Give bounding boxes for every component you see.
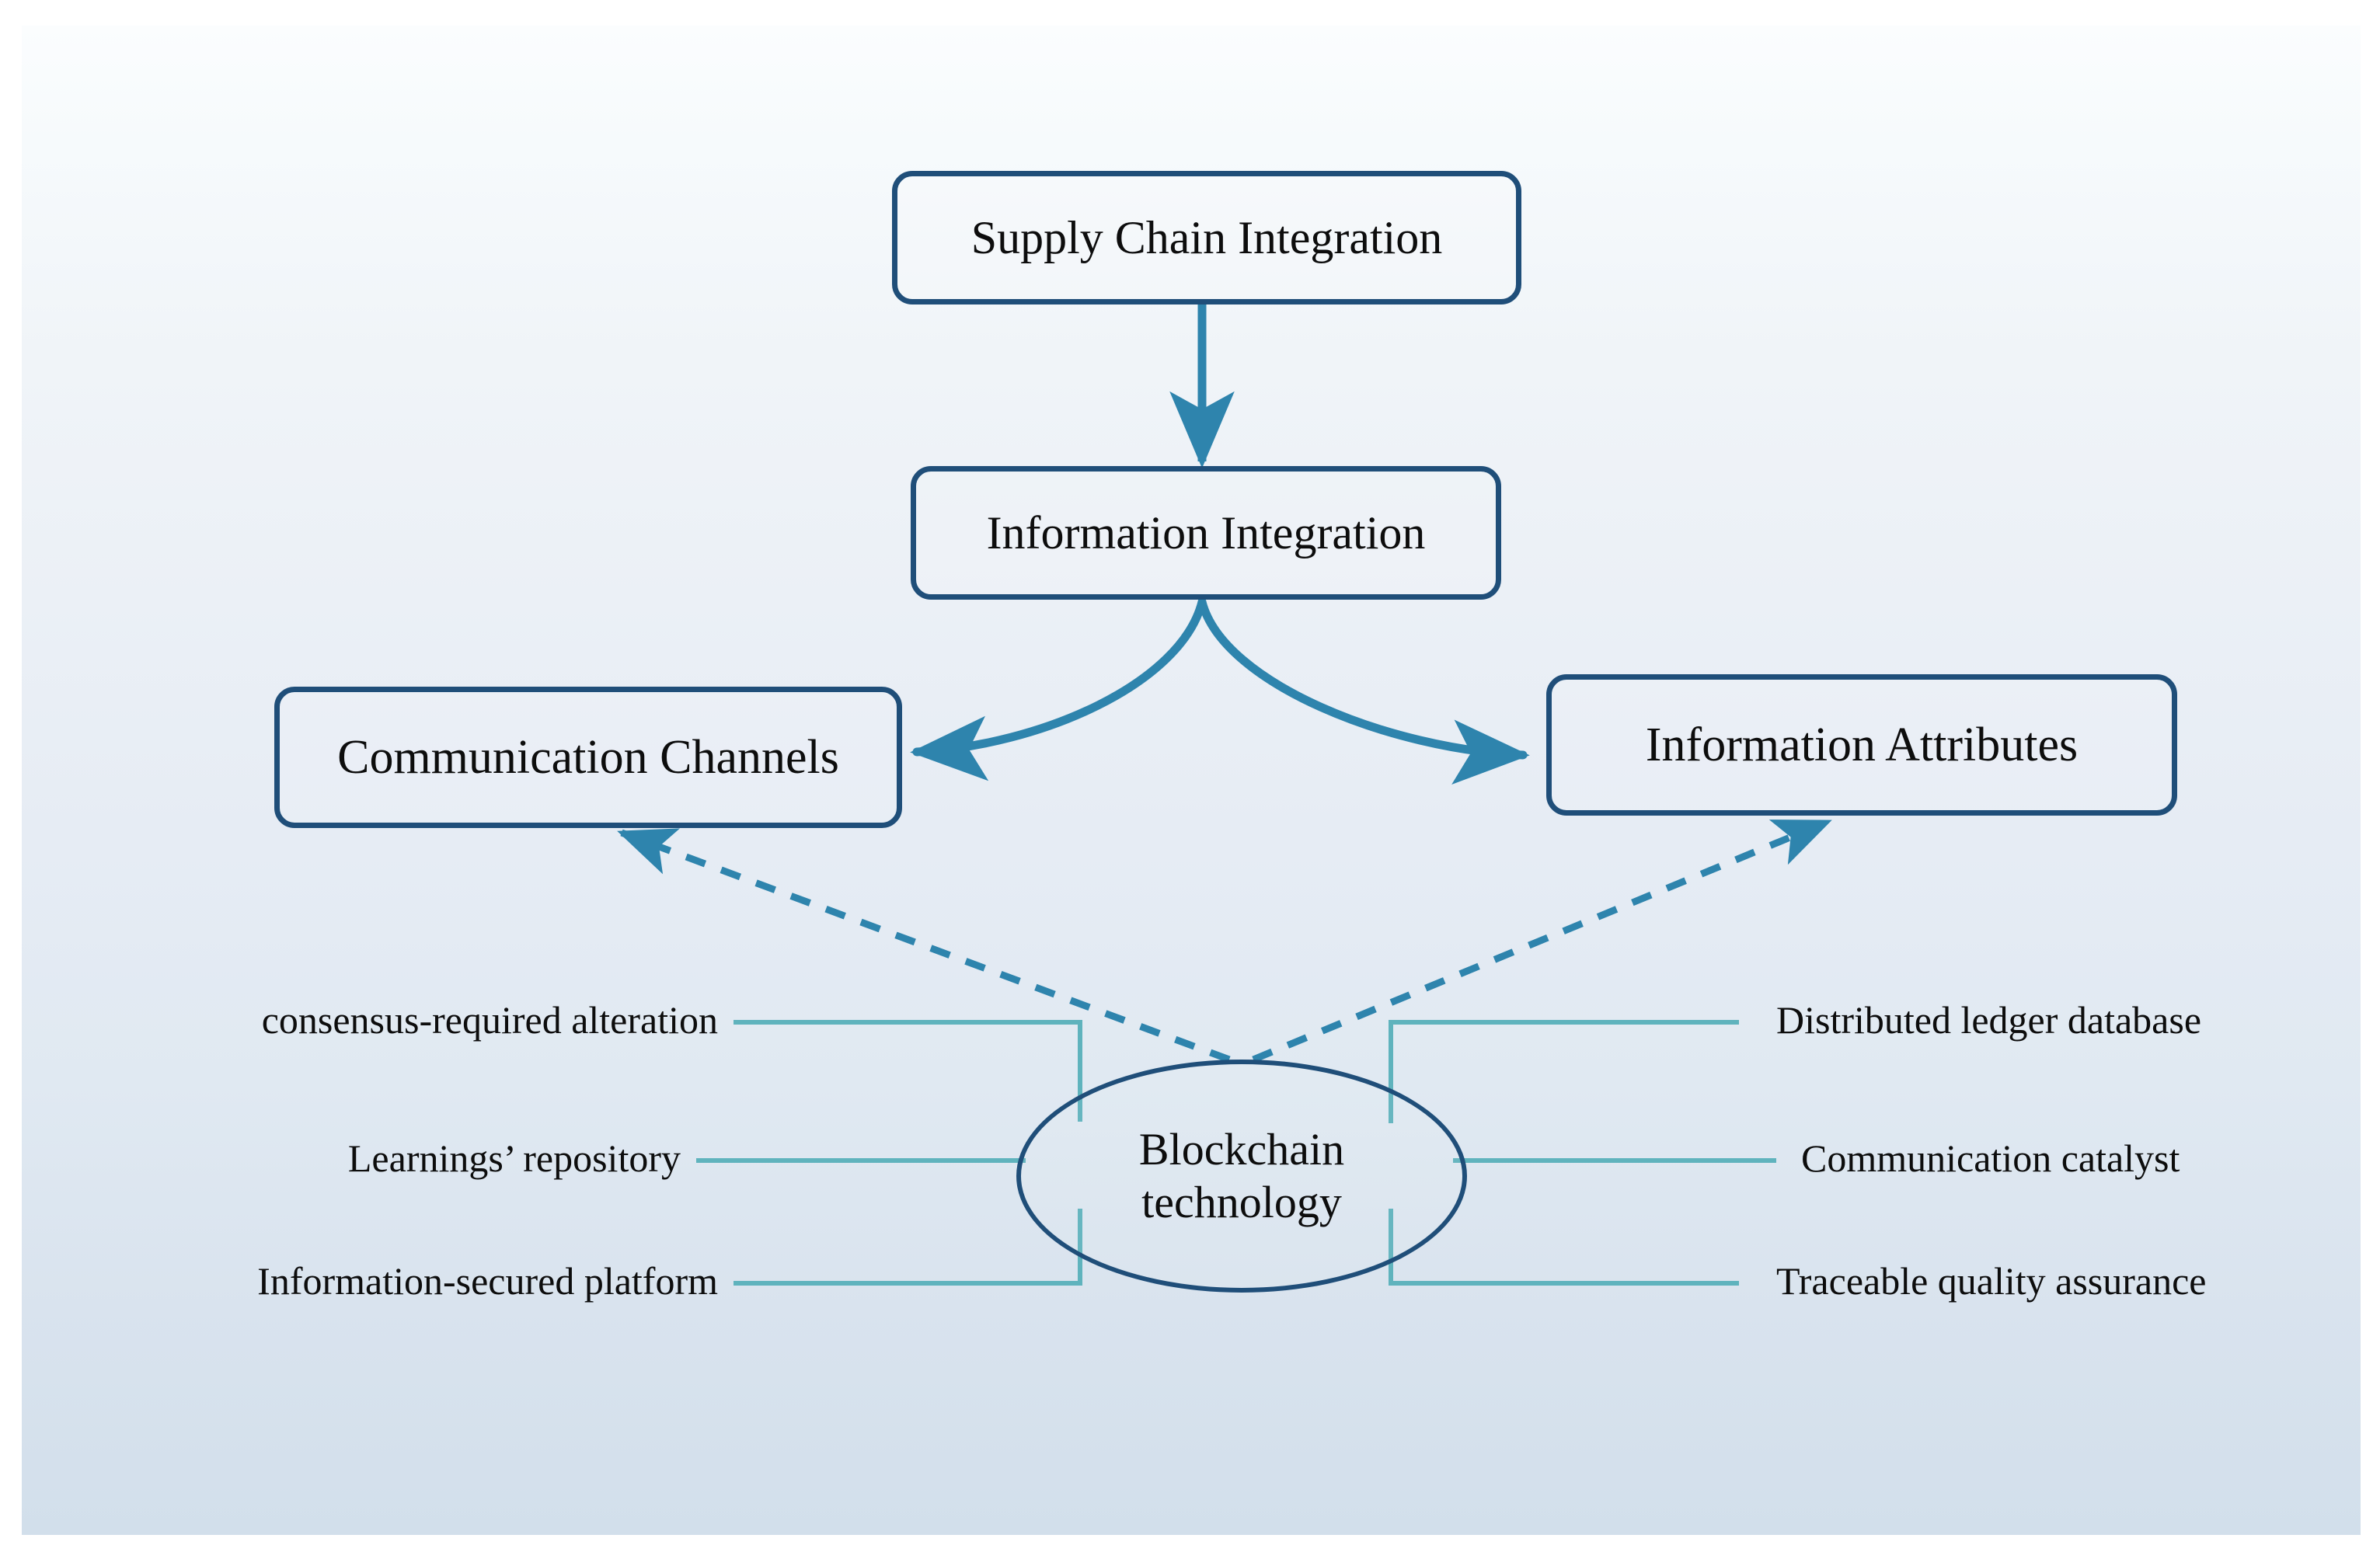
node-information-integration[interactable]: Information Integration <box>911 466 1501 600</box>
leaf-label-communication-catalyst: Communication catalyst <box>1801 1136 2180 1180</box>
leaf-label-distributed-ledger-database: Distributed ledger database <box>1776 998 2202 1042</box>
leaf-label-learnings-repository: Learnings’ repository <box>347 1136 681 1180</box>
node-label-information-attributes: Information Attributes <box>1645 718 2079 771</box>
node-label-communication-channels: Communication Channels <box>337 730 839 784</box>
blockchain-label-line-1: Blockchain <box>1138 1123 1345 1174</box>
node-blockchain-technology[interactable]: Blockchain technology <box>1016 1060 1467 1293</box>
leaf-label-information-secured-platform: Information-secured platform <box>257 1259 718 1303</box>
node-supply-chain-integration[interactable]: Supply Chain Integration <box>892 171 1521 304</box>
node-label-supply-chain-integration: Supply Chain Integration <box>970 212 1443 263</box>
node-label-blockchain-technology: Blockchain technology <box>1139 1123 1344 1230</box>
leaf-label-consensus-required-alteration: consensus-required alteration <box>261 998 718 1042</box>
leaf-label-traceable-quality-assurance: Traceable quality assurance <box>1776 1259 2207 1303</box>
node-communication-channels[interactable]: Communication Channels <box>274 687 902 828</box>
node-information-attributes[interactable]: Information Attributes <box>1546 674 2177 816</box>
node-label-information-integration: Information Integration <box>986 507 1426 559</box>
blockchain-label-line-2: technology <box>1141 1177 1342 1227</box>
